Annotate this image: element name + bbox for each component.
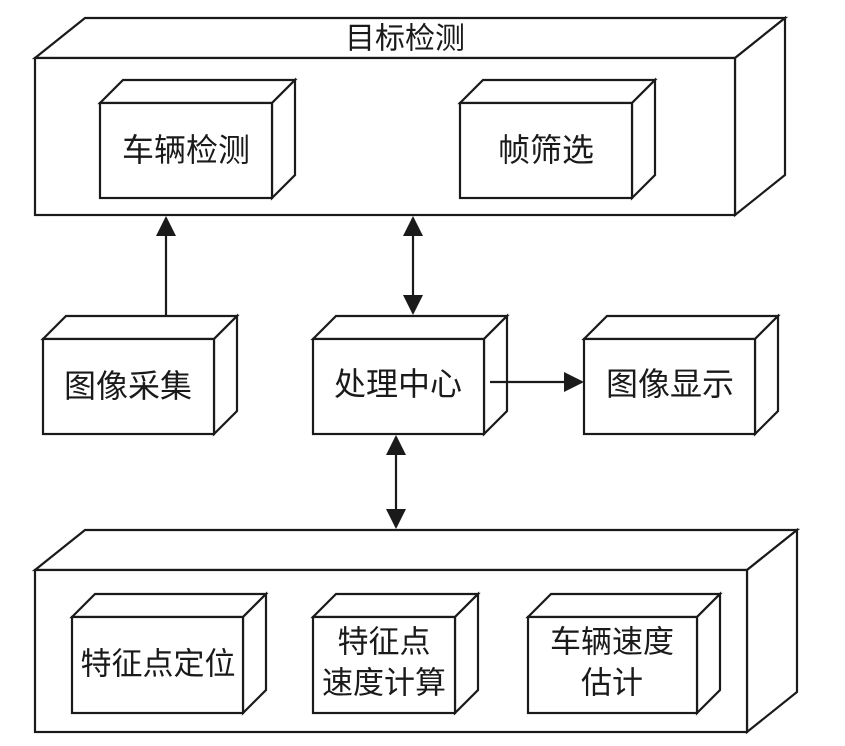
processing-center-label: 处理中心	[334, 365, 462, 403]
frame-filter-label: 帧筛选	[498, 131, 594, 169]
top-group-title: 目标检测	[345, 22, 465, 57]
image-acquisition-label: 图像采集	[64, 367, 192, 405]
processing-center-box	[310, 313, 510, 437]
vehicle-detection-box	[97, 77, 298, 201]
image-acquisition-box	[40, 313, 240, 437]
feature-speed-calc-label-line2: 速度计算	[322, 666, 446, 702]
feature-speed-calc-box	[310, 591, 481, 716]
image-display-label: 图像显示	[606, 365, 734, 403]
vehicle-speed-estimate-box	[525, 591, 723, 716]
vehicle-detection-label: 车辆检测	[122, 131, 250, 169]
frame-filter-box	[457, 77, 658, 201]
image-display-box	[581, 313, 781, 437]
feature-point-location-box	[69, 591, 269, 716]
vehicle-speed-estimate-label-line1: 车辆速度	[550, 625, 674, 661]
vehicle-speed-estimate-label-line2: 估计	[581, 666, 643, 702]
feature-point-location-label: 特征点定位	[81, 647, 236, 683]
feature-speed-calc-label-line1: 特征点	[338, 625, 431, 661]
